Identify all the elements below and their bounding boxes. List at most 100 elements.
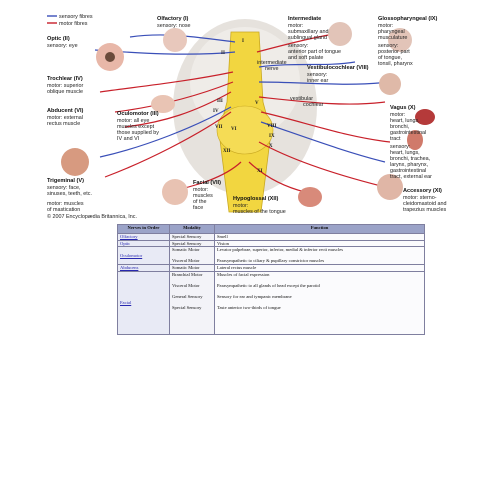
oculomotor-desc-4: IV and VI bbox=[117, 136, 139, 142]
modality-text: Somatic Motor bbox=[172, 247, 200, 253]
trigeminal-desc-1: sensory: face, bbox=[47, 185, 81, 191]
numeral-5: V bbox=[255, 101, 259, 106]
modality-cell: Somatic Motor bbox=[169, 263, 215, 272]
legend-sensory-label: sensory fibres bbox=[59, 14, 93, 20]
numeral-6: VI bbox=[231, 127, 237, 132]
glossopharyngeal-desc-6: of tongue, bbox=[378, 55, 402, 61]
function-text: Muscles of facial expression bbox=[217, 271, 270, 277]
function-cell: Smell bbox=[214, 233, 425, 241]
oculomotor-desc-3: those supplied by bbox=[117, 130, 159, 136]
function-cell: Vision bbox=[214, 239, 425, 248]
numeral-7: VII bbox=[215, 125, 223, 130]
trigeminal-title: Trigeminal (V) bbox=[47, 178, 84, 184]
function-text: Sensory for ear and tympanic membrane bbox=[217, 293, 292, 299]
neck-image bbox=[377, 174, 403, 200]
cranial-nerves-table-container: Nerves in Order Modality Function Olfact… bbox=[117, 224, 425, 336]
vestibulocochlear-desc-2: inner ear bbox=[307, 78, 328, 84]
intermediate-nerve-label-2: nerve bbox=[265, 66, 279, 72]
eye-pupil-shape bbox=[105, 52, 115, 62]
abducent-desc-2: rectus muscle bbox=[47, 121, 80, 127]
glossopharyngeal-desc-1: motor: bbox=[378, 23, 393, 29]
abducent-title: Abducent (VI) bbox=[47, 108, 83, 114]
gland-image bbox=[328, 22, 352, 46]
olfactory-desc: sensory: nose bbox=[157, 23, 191, 29]
nerve-link[interactable]: Oculomotor bbox=[117, 246, 170, 265]
legend-motor-label: motor fibres bbox=[59, 21, 88, 27]
cranial-nerves-diagram: I II III IV V VI VII VIII IX X XI XII se… bbox=[45, 12, 450, 220]
face-trigeminal-image bbox=[61, 148, 89, 176]
vagus-desc-2: heart, lungs, bbox=[390, 118, 420, 124]
modality-text: Special Sensory bbox=[172, 234, 202, 239]
function-text: Levator palpebrae, superior, inferior, m… bbox=[217, 247, 344, 253]
vagus-desc-3: bronchi, bbox=[390, 124, 410, 130]
function-text: Vision bbox=[217, 240, 229, 246]
numeral-11: XI bbox=[257, 169, 263, 174]
cranial-nerves-table: Nerves in Order Modality Function Olfact… bbox=[117, 224, 425, 336]
facial-desc-4: face bbox=[193, 205, 203, 211]
modality-cell: Special Sensory bbox=[169, 233, 215, 241]
numeral-12: XII bbox=[223, 149, 231, 154]
oculomotor-title: Oculomotor (III) bbox=[117, 111, 159, 117]
intermediate-title: Intermediate bbox=[288, 16, 321, 22]
nerve-link[interactable]: Abducens bbox=[117, 263, 170, 272]
nerve-link[interactable]: Optic bbox=[117, 239, 170, 248]
function-cell: Lateral rectus muscle bbox=[214, 263, 425, 272]
nose-image bbox=[163, 28, 187, 52]
hypoglossal-desc-1: motor: bbox=[233, 203, 248, 209]
cochlear-label: cochlear bbox=[303, 102, 324, 108]
header-function: Function bbox=[214, 224, 425, 234]
nerve-lines bbox=[94, 31, 391, 193]
vagus-desc-7: heart, lungs, bbox=[390, 150, 420, 156]
facial-desc-2: muscles bbox=[193, 193, 213, 199]
nerve-numerals: I II III IV V VI VII VIII IX X XI XII bbox=[213, 39, 277, 174]
numeral-9: IX bbox=[269, 134, 275, 139]
abducent-desc-1: motor: external bbox=[47, 115, 83, 121]
numeral-3: III bbox=[217, 99, 223, 104]
modality-text: Special Sensory bbox=[172, 240, 202, 246]
ear-image bbox=[379, 73, 401, 95]
function-text: Parasympathetic to all glands of head ex… bbox=[217, 282, 320, 288]
modality-text: Branchial Motor bbox=[172, 271, 203, 277]
modality-text: Somatic Motor bbox=[172, 264, 200, 270]
vagus-desc-4: gastrointestinal bbox=[390, 130, 426, 136]
oculomotor-desc-1: motor: all eye bbox=[117, 118, 149, 124]
glossopharyngeal-title: Glossopharyngeal (IX) bbox=[378, 16, 438, 22]
eye-muscles-image bbox=[151, 95, 175, 113]
olfactory-title: Olfactory (I) bbox=[157, 16, 189, 22]
function-text: Lateral rectus muscle bbox=[217, 264, 257, 270]
header-modality: Modality bbox=[169, 224, 215, 234]
trigeminal-desc-3: motor: muscles bbox=[47, 201, 84, 207]
tongue-hypoglossal-image bbox=[298, 187, 322, 207]
nerve-link[interactable]: Facial bbox=[117, 270, 170, 336]
numeral-2: II bbox=[221, 51, 225, 56]
intermediate-desc-4: sensory: bbox=[288, 43, 308, 49]
nerve-link[interactable]: Olfactory bbox=[117, 233, 170, 241]
intermediate-desc-6: and soft palate bbox=[288, 55, 323, 61]
legend: sensory fibres motor fibres bbox=[47, 14, 93, 27]
intermediate-desc-1: motor: bbox=[288, 23, 303, 29]
vagus-desc-6: sensory: bbox=[390, 144, 410, 150]
accessory-desc-3: trapezius muscles bbox=[403, 207, 446, 213]
vestibulocochlear-title: Vestibulocochlear (VIII) bbox=[307, 65, 369, 71]
numeral-4: IV bbox=[213, 109, 219, 114]
vagus-desc-1: motor: bbox=[390, 112, 405, 118]
numeral-10: X bbox=[269, 144, 273, 149]
trochlear-desc-2: oblique muscle bbox=[47, 89, 83, 95]
modality-text: Visceral Motor bbox=[172, 282, 200, 288]
glossopharyngeal-desc-2: pharyngeal bbox=[378, 29, 405, 35]
facial-desc-3: of the bbox=[193, 199, 207, 205]
trigeminal-desc-2: sinuses, teeth, etc. bbox=[47, 191, 92, 197]
vestibulocochlear-desc-1: sensory: bbox=[307, 72, 327, 78]
function-text: Parasympathetic to ciliary & pupillary c… bbox=[217, 258, 325, 264]
trochlear-desc-1: motor: superior bbox=[47, 83, 83, 89]
intermediate-nerve-label-1: intermediate bbox=[257, 60, 287, 66]
glossopharyngeal-desc-3: musculature bbox=[378, 35, 407, 41]
modality-cell: Special Sensory bbox=[169, 239, 215, 248]
modality-text: Special Sensory bbox=[172, 305, 202, 311]
glossopharyngeal-desc-4: sensory: bbox=[378, 43, 398, 49]
